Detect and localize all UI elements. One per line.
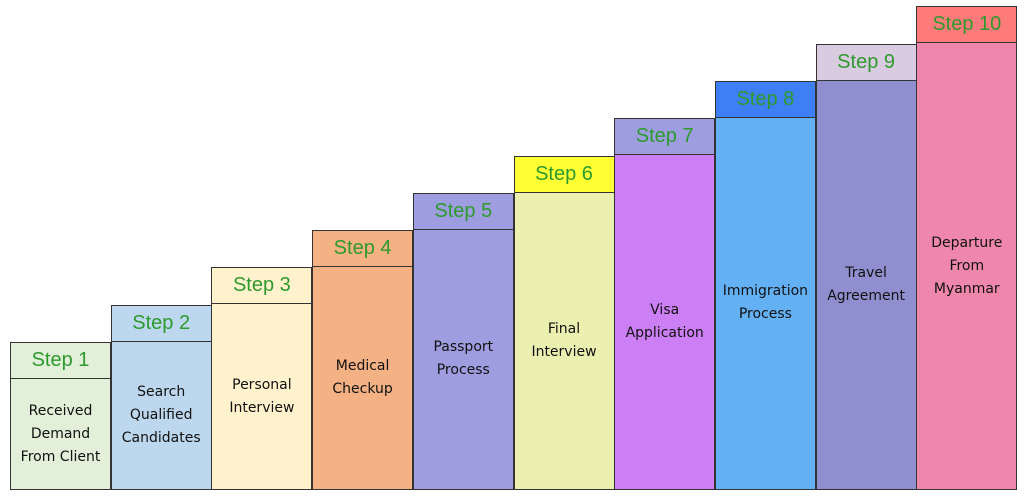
step-header: Step 7	[614, 118, 716, 156]
step-description: Personal Interview	[211, 304, 313, 490]
step-description: Departure From Myanmar	[916, 43, 1018, 490]
step-header: Step 3	[211, 267, 313, 305]
step-description: Received Demand From Client	[10, 379, 111, 490]
step-header: Step 9	[815, 43, 917, 81]
step-description: Visa Application	[614, 155, 716, 490]
step-description: Search Qualified Candidates	[110, 341, 212, 490]
step-header: Step 4	[312, 230, 414, 268]
step-header: Step 1	[10, 342, 111, 379]
step-description: Medical Checkup	[312, 267, 414, 490]
step-header: Step 2	[110, 304, 212, 342]
step-header: Step 8	[714, 80, 816, 118]
step-description: Immigration Process	[714, 117, 816, 490]
step-header: Step 5	[412, 192, 514, 230]
step-description: Passport Process	[412, 229, 514, 490]
step-description: Travel Agreement	[815, 80, 917, 490]
step-description: Final Interview	[513, 192, 615, 490]
step-header: Step 6	[513, 155, 615, 193]
step-header: Step 10	[916, 6, 1018, 44]
